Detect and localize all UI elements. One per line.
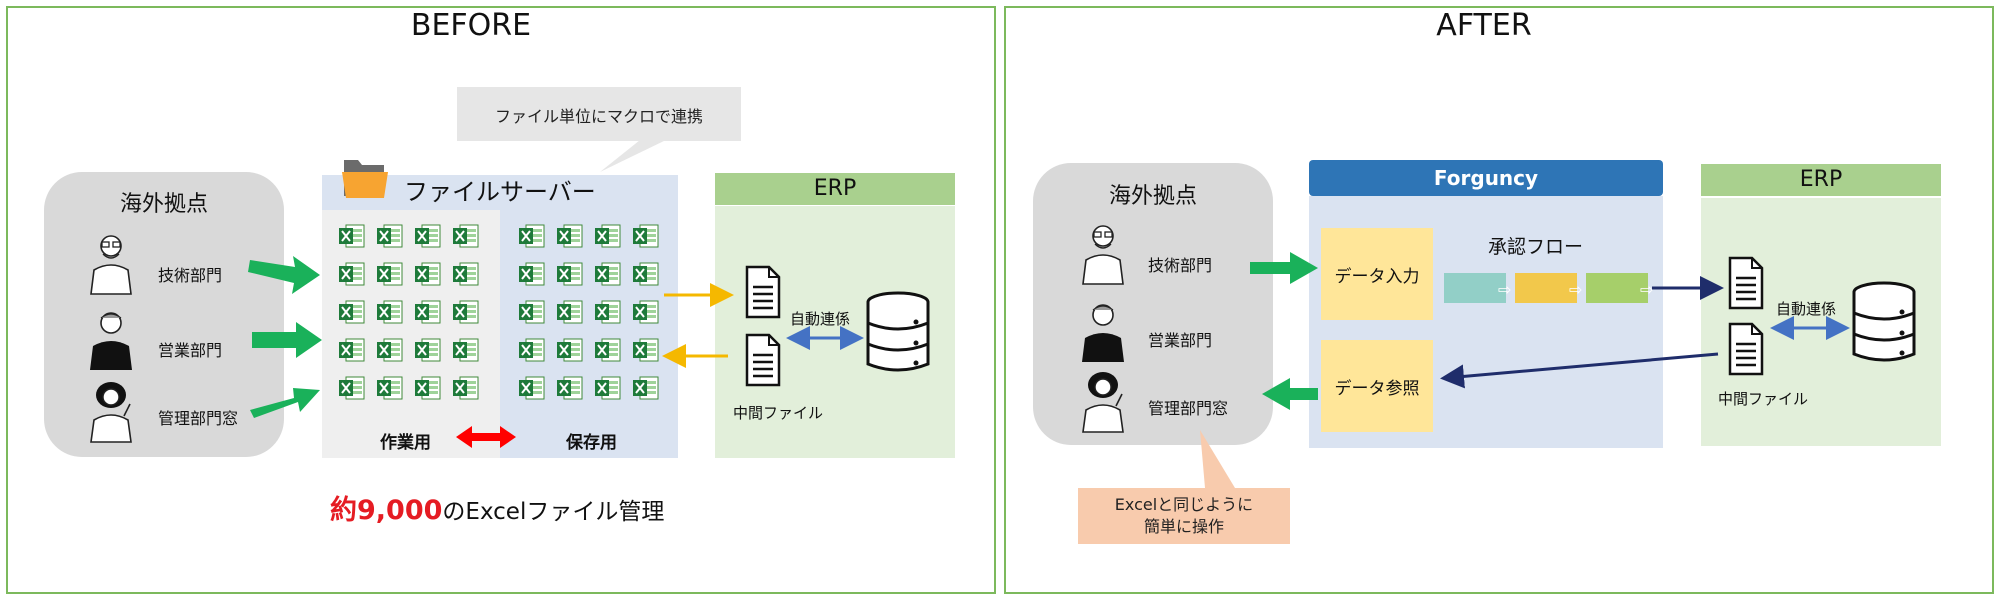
before-panel [6, 6, 996, 594]
macro-callout-text: ファイル単位にマクロで連携 [494, 107, 703, 126]
flow-arrow-icon: ⇨ [1569, 280, 1582, 299]
data-reference-label: データ参照 [1334, 378, 1420, 399]
person-icon [86, 308, 136, 376]
person-icon [1078, 222, 1128, 290]
note-line-2: 簡単に操作 [1143, 517, 1224, 536]
green-arrow-to-input [1250, 252, 1318, 284]
data-input-box: データ入力 [1321, 228, 1433, 320]
macro-callout: ファイル単位にマクロで連携 [457, 87, 741, 141]
after-region-box [1033, 163, 1273, 445]
approval-flow-title: 承認フロー [1488, 236, 1584, 258]
green-arrow [248, 256, 322, 418]
before-erp-title: ERP [715, 173, 955, 205]
forguncy-title: Forguncy [1309, 160, 1663, 196]
summary-highlight: 約9,000 [330, 495, 443, 526]
save-label: 保存用 [566, 433, 617, 453]
database-icon [866, 291, 930, 372]
green-arrow-to-admin [1262, 378, 1318, 410]
person-icon [86, 232, 136, 300]
before-title: BEFORE [410, 8, 532, 43]
person-icon [86, 380, 136, 448]
after-erp-title: ERP [1701, 164, 1941, 196]
red-double-arrow [456, 426, 516, 448]
before-dept-admin: 管理部門窓 [158, 409, 239, 428]
data-reference-box: データ参照 [1321, 340, 1433, 432]
before-dept-sales: 営業部門 [158, 341, 223, 360]
after-panel [1004, 6, 1994, 594]
after-dept-technical: 技術部門 [1148, 256, 1213, 275]
easy-operation-note: Excelと同じように 簡単に操作 [1078, 488, 1290, 544]
flow-step-3 [1586, 273, 1648, 303]
flow-arrow-icon: ⇨ [1498, 280, 1511, 299]
person-icon [1078, 300, 1128, 368]
data-input-label: データ入力 [1334, 266, 1420, 287]
before-erp-file-label: 中間ファイル [733, 404, 824, 422]
document-icon [1728, 322, 1764, 376]
file-server-work-area [322, 210, 500, 458]
person-icon [1078, 370, 1128, 438]
summary-text: 約9,000のExcelファイル管理 [330, 488, 664, 527]
database-icon [1852, 281, 1916, 362]
summary-rest: のExcelファイル管理 [442, 499, 665, 525]
after-erp-link-label: 自動連係 [1776, 300, 1837, 318]
after-title: AFTER [1436, 8, 1532, 43]
after-dept-admin: 管理部門窓 [1148, 399, 1229, 418]
after-region-title: 海外拠点 [1108, 184, 1197, 209]
after-dept-sales: 営業部門 [1148, 331, 1213, 350]
document-icon [745, 333, 781, 387]
flow-step-2 [1515, 273, 1577, 303]
before-region-box [44, 172, 284, 457]
document-icon [745, 265, 781, 319]
folder-icon [340, 152, 392, 206]
work-label: 作業用 [380, 433, 431, 453]
before-region-title: 海外拠点 [119, 192, 208, 217]
flow-arrow-icon: ⇨ [1640, 280, 1653, 299]
before-erp-link-label: 自動連係 [790, 310, 851, 328]
file-server-title: ファイルサーバー [404, 178, 596, 206]
navy-arrow-from-erp [1440, 352, 1719, 389]
flow-step-1 [1444, 273, 1506, 303]
document-icon [1728, 256, 1764, 310]
before-dept-technical: 技術部門 [158, 266, 223, 285]
after-erp-file-label: 中間ファイル [1718, 390, 1809, 408]
note-line-1: Excelと同じように [1114, 495, 1254, 514]
